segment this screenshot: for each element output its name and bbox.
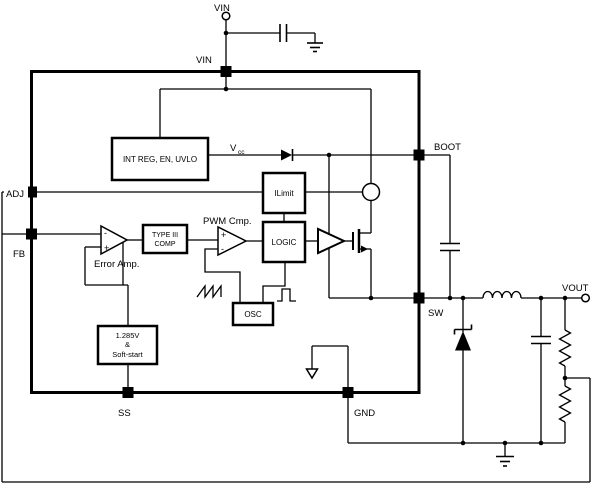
- mosfet-icon: [352, 229, 371, 253]
- feedback-loop-wires: [1, 191, 591, 483]
- pin-gnd: [342, 387, 354, 398]
- pin-label-boot: BOOT: [434, 142, 461, 153]
- error-amp-minus: -: [104, 228, 107, 238]
- input-capacitor-icon: [279, 24, 288, 42]
- ref-softstart-block: [96, 324, 159, 366]
- internal-ground: [305, 345, 349, 390]
- error-amp-plus: +: [104, 243, 109, 253]
- output-stage: VOUT: [419, 283, 591, 443]
- pin-label-gnd: GND: [354, 408, 375, 419]
- logic-block: [261, 220, 307, 264]
- type3-comp-block: [141, 223, 189, 255]
- pin-ss: [122, 387, 134, 398]
- inductor-icon: [482, 290, 522, 299]
- highside-path: [305, 155, 414, 299]
- pwm-comparator: + - PWM Cmp.: [196, 216, 263, 303]
- junction-dots: [223, 30, 568, 446]
- vcc-label: V: [230, 143, 237, 154]
- vout-label: VOUT: [562, 283, 589, 294]
- bootstrap-capacitor-icon: [440, 242, 460, 252]
- gate-driver-mosfet: [305, 227, 372, 298]
- output-capacitor-icon: [531, 298, 551, 443]
- label-backing: [4, 186, 28, 198]
- vin-terminal-icon: [221, 11, 231, 21]
- osc-block: [231, 301, 275, 327]
- schottky-diode-icon: [453, 298, 473, 443]
- osc-label: OSC: [244, 310, 262, 319]
- int-reg-label: INT REG, EN, UVLO: [123, 155, 197, 164]
- logic-label: LOGIC: [272, 238, 297, 247]
- ref-line3: Soft-start: [112, 350, 143, 359]
- gate-driver-icon: [317, 227, 347, 255]
- int-reg-block: [110, 136, 210, 182]
- ramp-input-wire: [204, 248, 241, 303]
- vout-terminal-icon: [580, 293, 591, 303]
- vcc-line: V cc: [208, 143, 414, 161]
- pwm-cmp-label: PWM Cmp.: [203, 216, 252, 227]
- resistor-bottom-icon: [558, 385, 572, 423]
- pin-label-ss: SS: [118, 408, 131, 419]
- pwm-comparator-icon: [217, 225, 248, 257]
- pin-label-adj: ADJ: [6, 189, 24, 200]
- ground-icon: [307, 33, 323, 53]
- vcc-subscript: cc: [238, 149, 245, 156]
- ground-icon: [496, 443, 514, 467]
- current-source-icon: [361, 182, 381, 202]
- pwm-plus: +: [221, 230, 226, 240]
- error-amp-icon: [100, 224, 129, 256]
- clock-wire: [262, 262, 286, 303]
- pin-label-fb: FB: [13, 249, 25, 260]
- ground-rail: [347, 397, 565, 467]
- feedback-divider: [558, 298, 572, 443]
- type3-line1: TYPE III: [152, 232, 178, 239]
- error-amp-chain: - + Error Amp. TYPE III COMP: [84, 223, 218, 326]
- pin-fb: [26, 228, 37, 240]
- pin-adj: [26, 186, 37, 198]
- diode-icon: [281, 149, 294, 161]
- ilimit-block: [261, 171, 307, 215]
- pin-vin: [220, 66, 232, 77]
- error-amp-label: Error Amp.: [94, 259, 139, 270]
- pin-label-vin: VIN: [196, 55, 212, 66]
- reference-block-group: 1.285V & Soft-start: [96, 324, 159, 387]
- pwm-minus: -: [221, 244, 224, 254]
- vin-terminal-label: VIN: [214, 3, 230, 14]
- input-network: VIN VIN: [196, 3, 323, 66]
- pulse-waveform-icon: [277, 288, 296, 302]
- bootstrap-network: [419, 154, 460, 298]
- sawtooth-waveform-icon: [196, 284, 222, 299]
- arrow-ground-icon: [305, 368, 319, 380]
- type3-line2: COMP: [155, 241, 176, 248]
- pin-label-sw: SW: [428, 308, 443, 319]
- int-reg: INT REG, EN, UVLO: [110, 136, 210, 182]
- resistor-top-icon: [558, 329, 572, 367]
- ref-line1: 1.285V: [116, 331, 140, 340]
- ilimit-label: ILimit: [274, 189, 294, 198]
- control-blocks: ILimit LOGIC OSC: [231, 171, 307, 327]
- ref-line2: &: [125, 340, 130, 349]
